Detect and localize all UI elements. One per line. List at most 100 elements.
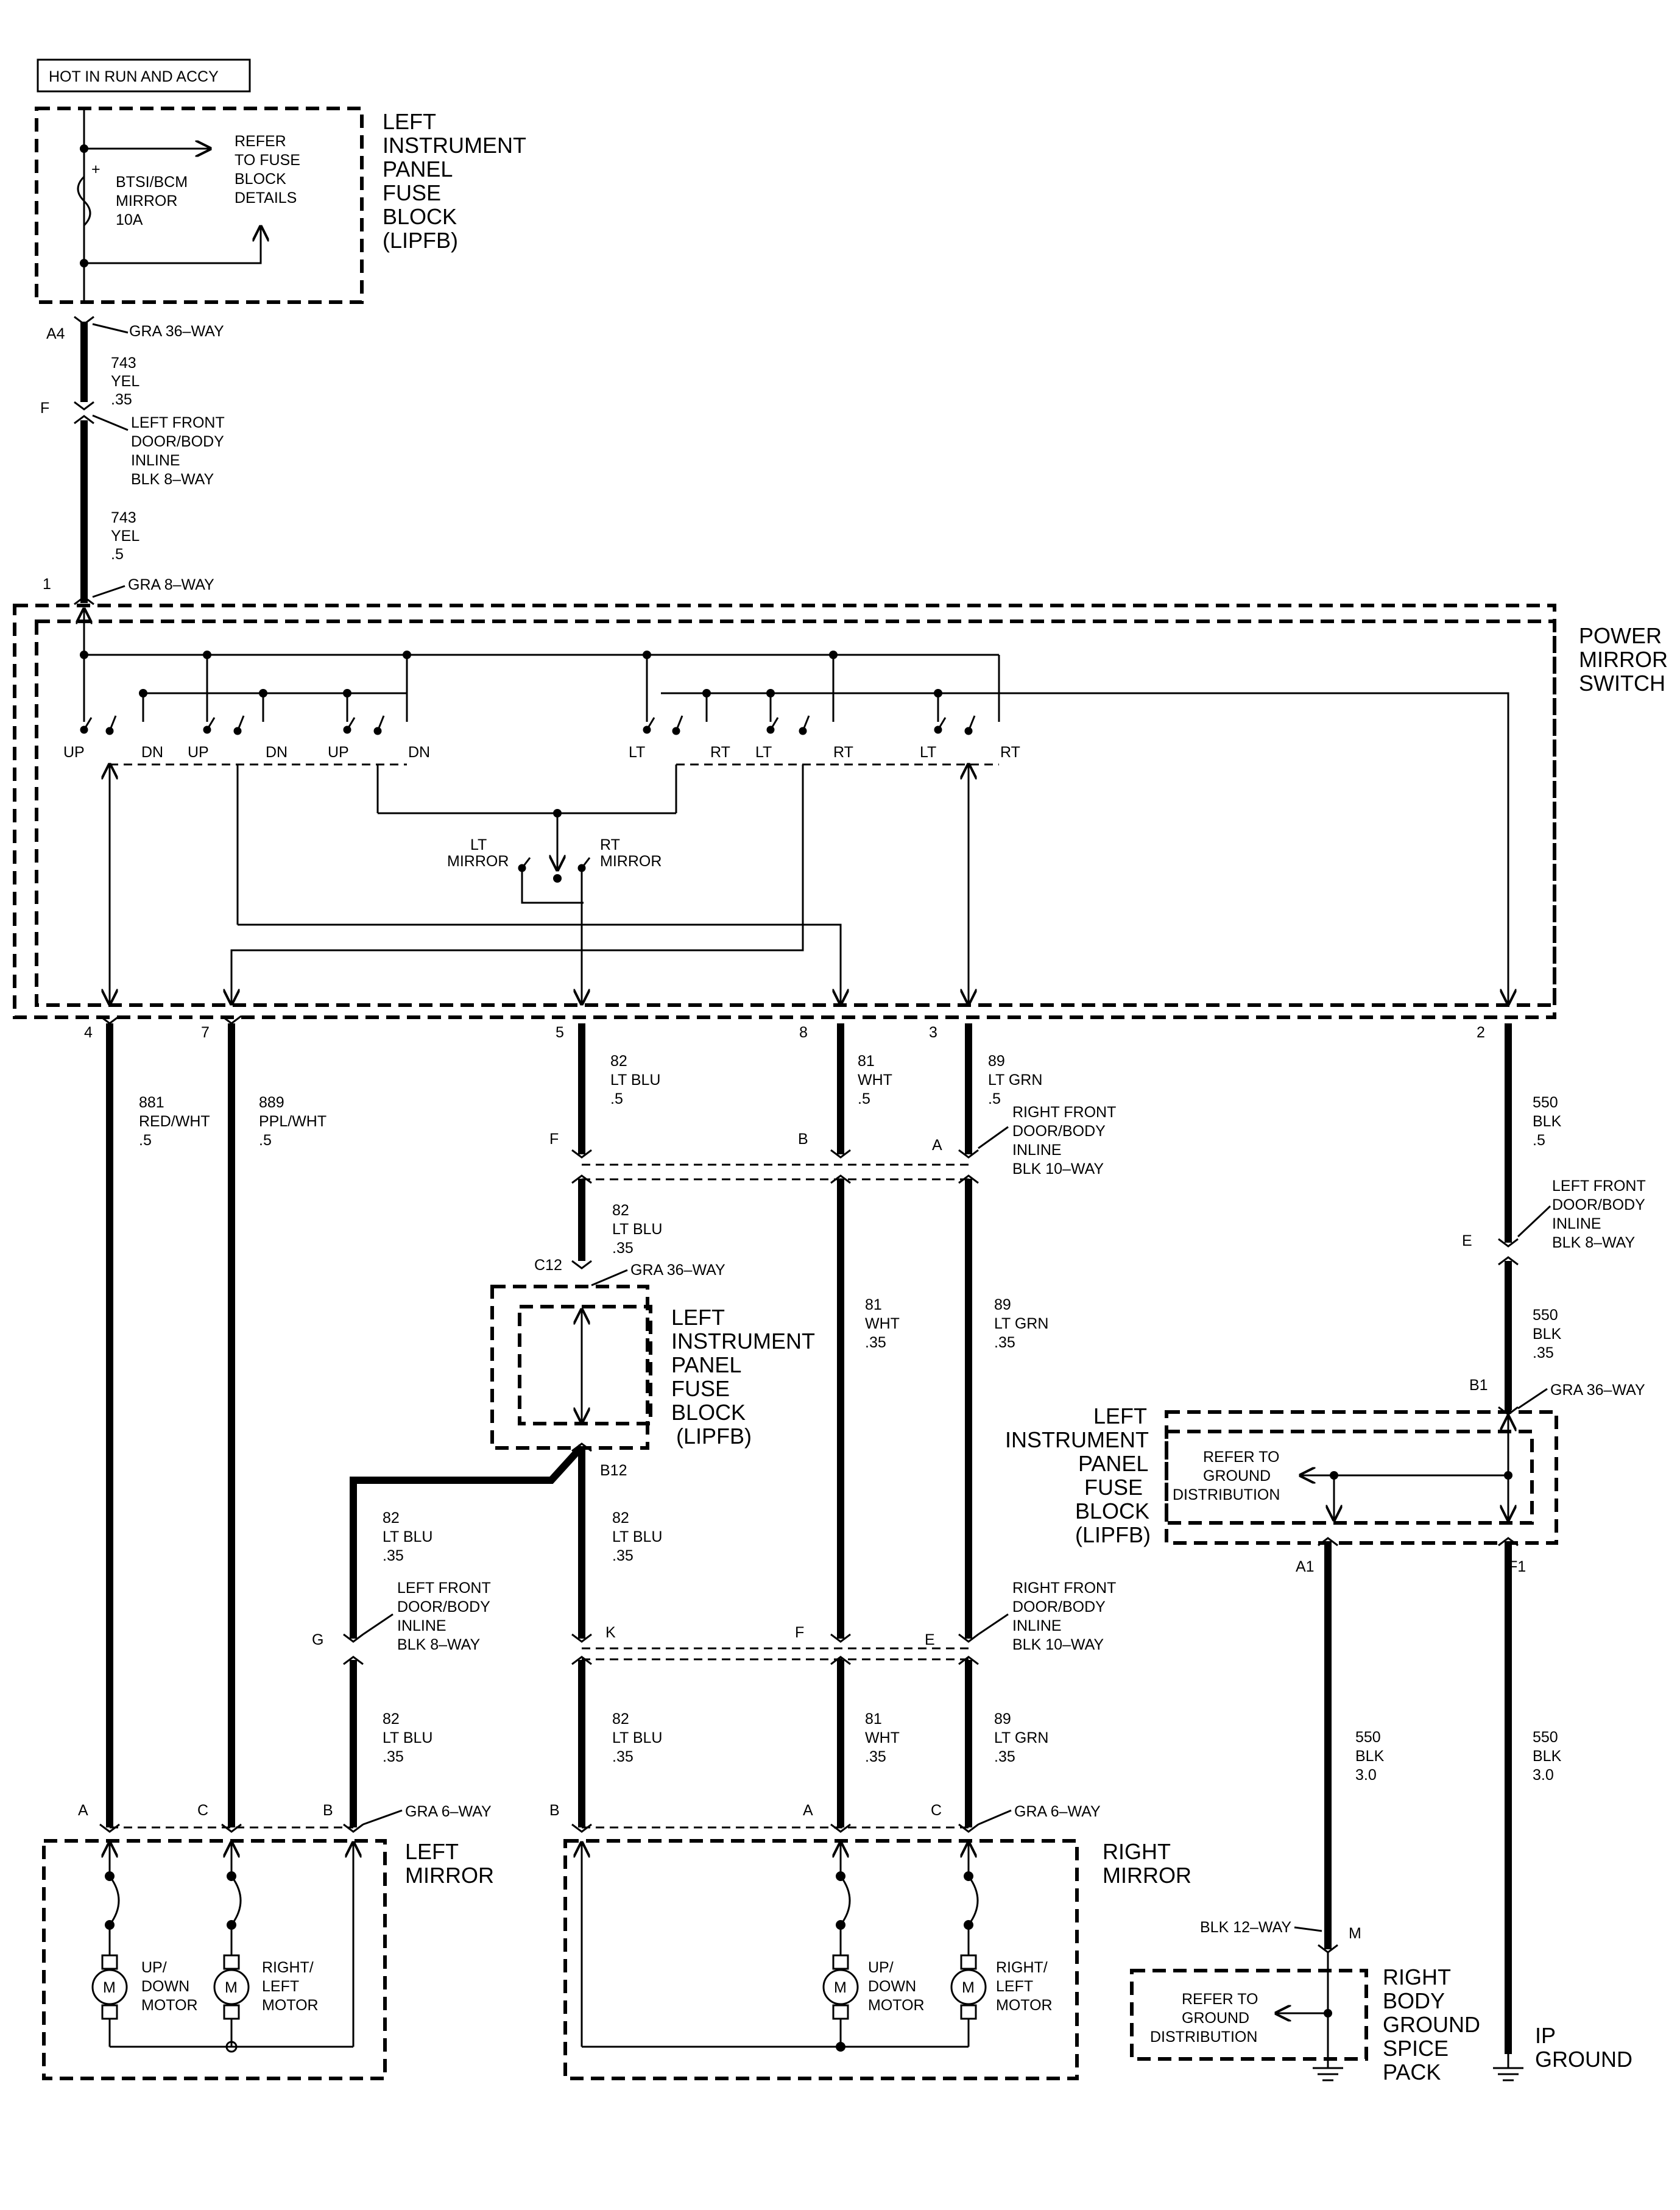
svg-text:LT BLU: LT BLU	[383, 1528, 432, 1545]
lm-motor1-m: M	[103, 1979, 116, 1996]
svg-text:RIGHT/: RIGHT/	[996, 1959, 1048, 1976]
svg-text:DOOR/BODY: DOOR/BODY	[1012, 1598, 1106, 1615]
svg-text:LT GRN: LT GRN	[994, 1729, 1048, 1746]
svg-text:PANEL: PANEL	[671, 1352, 741, 1377]
svg-text:LEFT: LEFT	[996, 1978, 1033, 1995]
wire-743-yel-35: 743 YEL .35	[111, 355, 139, 408]
svg-text:LT: LT	[629, 744, 645, 761]
svg-text:LEFT: LEFT	[262, 1978, 299, 1995]
fuse-plus: +	[91, 161, 101, 178]
svg-text:BLK 10–WAY: BLK 10–WAY	[1012, 1636, 1104, 1653]
svg-text:(LIPFB): (LIPFB)	[383, 228, 458, 253]
pin-f-lower: F	[795, 1624, 804, 1641]
svg-text:BLK 8–WAY: BLK 8–WAY	[1552, 1234, 1635, 1251]
svg-text:LT GRN: LT GRN	[988, 1071, 1042, 1089]
svg-text:PANEL: PANEL	[383, 157, 453, 182]
svg-text:RT: RT	[1000, 744, 1020, 761]
svg-text:INLINE: INLINE	[131, 452, 180, 469]
svg-text:REFER TO: REFER TO	[1182, 1991, 1258, 2008]
svg-text:.35: .35	[865, 1748, 886, 1765]
svg-text:PANEL: PANEL	[1078, 1451, 1148, 1476]
gra8: GRA 8–WAY	[128, 576, 214, 593]
pin-e-lower: E	[925, 1631, 935, 1648]
rm-pin-c: C	[931, 1802, 942, 1819]
svg-text:LT: LT	[920, 744, 936, 761]
fuse-label: BTSI/BCM MIRROR 10A	[116, 174, 188, 228]
lm-pin-c: C	[197, 1802, 208, 1819]
svg-text:LEFT FRONT: LEFT FRONT	[397, 1580, 491, 1597]
svg-text:REFER TO: REFER TO	[1203, 1449, 1280, 1466]
svg-text:MIRROR: MIRROR	[447, 853, 509, 870]
svg-text:INLINE: INLINE	[1012, 1142, 1062, 1159]
svg-text:82: 82	[383, 1509, 400, 1527]
pin-g: G	[312, 1631, 323, 1648]
svg-text:DOOR/BODY: DOOR/BODY	[131, 433, 224, 450]
feed-wire-743: A4 GRA 36–WAY 743 YEL .35 F LEFT FRONT D…	[40, 316, 225, 605]
pin-b1: B1	[1469, 1377, 1488, 1394]
svg-text:DOOR/BODY: DOOR/BODY	[1552, 1196, 1645, 1213]
svg-text:INSTRUMENT: INSTRUMENT	[1005, 1427, 1149, 1452]
svg-text:.35: .35	[994, 1748, 1015, 1765]
pin-k: K	[605, 1624, 616, 1641]
svg-text:.35: .35	[865, 1334, 886, 1351]
svg-text:RT: RT	[833, 744, 853, 761]
svg-text:BLOCK: BLOCK	[383, 204, 457, 229]
svg-text:DOOR/BODY: DOOR/BODY	[397, 1598, 490, 1615]
svg-text:LEFT: LEFT	[405, 1839, 459, 1864]
svg-text:MIRROR: MIRROR	[116, 192, 177, 210]
svg-text:.5: .5	[988, 1090, 1001, 1107]
gra36-top: GRA 36–WAY	[129, 323, 224, 340]
svg-text:UP/: UP/	[141, 1959, 167, 1976]
svg-text:INLINE: INLINE	[1012, 1617, 1062, 1634]
svg-text:INSTRUMENT: INSTRUMENT	[671, 1329, 815, 1354]
svg-text:GROUND: GROUND	[1182, 2010, 1249, 2027]
fuse-icon	[77, 175, 91, 227]
svg-text:BLOCK: BLOCK	[671, 1400, 746, 1425]
svg-text:89: 89	[994, 1710, 1011, 1728]
svg-text:2: 2	[1477, 1024, 1485, 1041]
svg-text:RIGHT FRONT: RIGHT FRONT	[1012, 1104, 1116, 1121]
svg-text:881: 881	[139, 1094, 164, 1111]
svg-text:SPICE: SPICE	[1383, 2036, 1449, 2061]
svg-text:FUSE: FUSE	[671, 1376, 730, 1401]
svg-text:550: 550	[1355, 1729, 1381, 1746]
svg-text:MIRROR: MIRROR	[1579, 647, 1668, 672]
svg-text:WHT: WHT	[858, 1071, 892, 1089]
svg-text:.5: .5	[139, 1132, 152, 1149]
svg-text:10A: 10A	[116, 211, 143, 228]
rm-motor1-m: M	[834, 1979, 847, 1996]
svg-text:BLK: BLK	[1533, 1748, 1562, 1765]
blk12: BLK 12–WAY	[1200, 1919, 1291, 1936]
svg-text:BLK: BLK	[1533, 1326, 1562, 1343]
svg-text:LEFT FRONT: LEFT FRONT	[1552, 1177, 1646, 1195]
svg-text:LT GRN: LT GRN	[994, 1315, 1048, 1332]
switch-contact-labels: UP DN UP DN UP DN LT RT LT RT LT RT	[63, 744, 1020, 761]
svg-text:UP/: UP/	[868, 1959, 894, 1976]
svg-text:7: 7	[201, 1024, 210, 1041]
svg-text:BLK 8–WAY: BLK 8–WAY	[397, 1636, 480, 1653]
svg-text:FUSE: FUSE	[1084, 1475, 1143, 1500]
pin-1: 1	[43, 576, 51, 593]
svg-text:89: 89	[988, 1053, 1005, 1070]
power-mirror-switch: POWER MIRROR SWITCH	[13, 604, 1668, 1041]
svg-text:.35: .35	[383, 1547, 404, 1564]
svg-text:.5: .5	[259, 1132, 272, 1149]
svg-text:BLK: BLK	[1533, 1113, 1562, 1130]
svg-text:PACK: PACK	[1383, 2060, 1441, 2085]
svg-text:RT: RT	[710, 744, 730, 761]
rm-pin-a: A	[803, 1802, 813, 1819]
